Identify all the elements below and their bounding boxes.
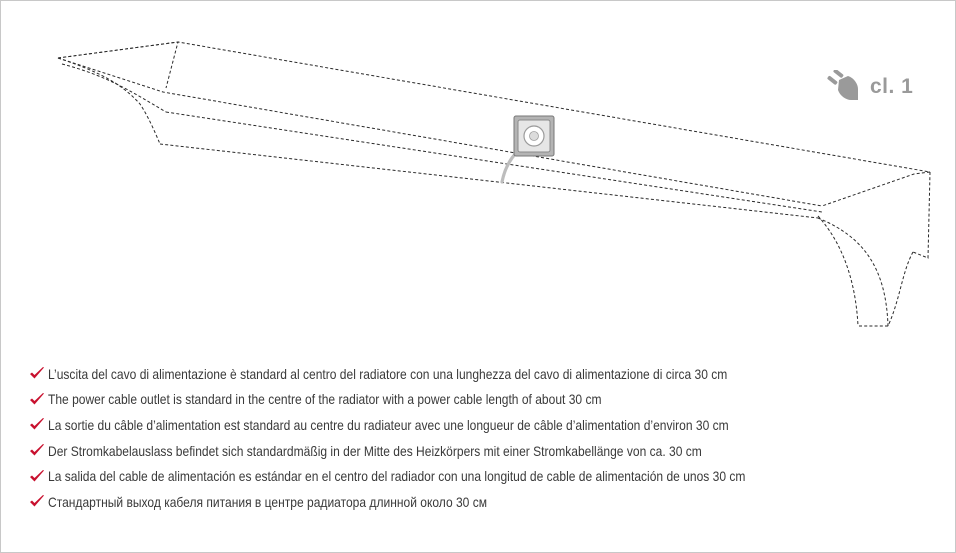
note-item: La salida del cable de alimentación es e…: [29, 463, 859, 489]
note-text: Стандартный выход кабеля питания в центр…: [48, 493, 488, 510]
note-item: La sortie du câble d’alimentation est st…: [29, 412, 859, 438]
left-profile-inner: [61, 63, 167, 113]
right-profile-inner: [887, 251, 914, 327]
note-text: L’uscita del cavo di alimentazione è sta…: [48, 365, 728, 382]
check-icon: [30, 495, 44, 507]
power-outlet-icon: [500, 115, 555, 184]
check-icon: [30, 444, 44, 456]
top-back-edge: [57, 41, 931, 173]
note-item: Der Stromkabelauslass befindet sich stan…: [29, 438, 859, 464]
note-text: La salida del cable de alimentación es e…: [48, 468, 746, 485]
note-item: The power cable outlet is standard in th…: [29, 387, 859, 413]
right-top-edge: [821, 171, 931, 207]
plug-icon: [827, 70, 858, 100]
radiator-outline: [57, 41, 931, 327]
check-icon: [30, 392, 44, 405]
note-text: Der Stromkabelauslass befindet sich stan…: [48, 442, 702, 459]
left-profile-outer: [57, 57, 161, 145]
electrical-class-badge: cl. 1: [826, 70, 913, 104]
right-inner-curve: [817, 215, 859, 327]
front-lower-line: [159, 143, 819, 219]
left-cap-edge: [57, 41, 179, 89]
top-front-edge: [57, 57, 823, 207]
cable-notes-list: L’uscita del cavo di alimentazione è sta…: [29, 361, 859, 515]
right-profile-outer: [817, 217, 889, 327]
note-text: La sortie du câble d’alimentation est st…: [48, 416, 729, 433]
class-label: cl. 1: [870, 75, 914, 98]
note-text: The power cable outlet is standard in th…: [48, 391, 602, 408]
back-right-vertical: [912, 171, 931, 259]
front-upper-line: [165, 111, 823, 213]
note-item: L’uscita del cavo di alimentazione è sta…: [29, 361, 859, 387]
check-icon: [30, 367, 44, 379]
note-item: Стандартный выход кабеля питания в центр…: [29, 489, 859, 515]
check-icon: [30, 469, 44, 482]
check-icon: [30, 418, 44, 430]
